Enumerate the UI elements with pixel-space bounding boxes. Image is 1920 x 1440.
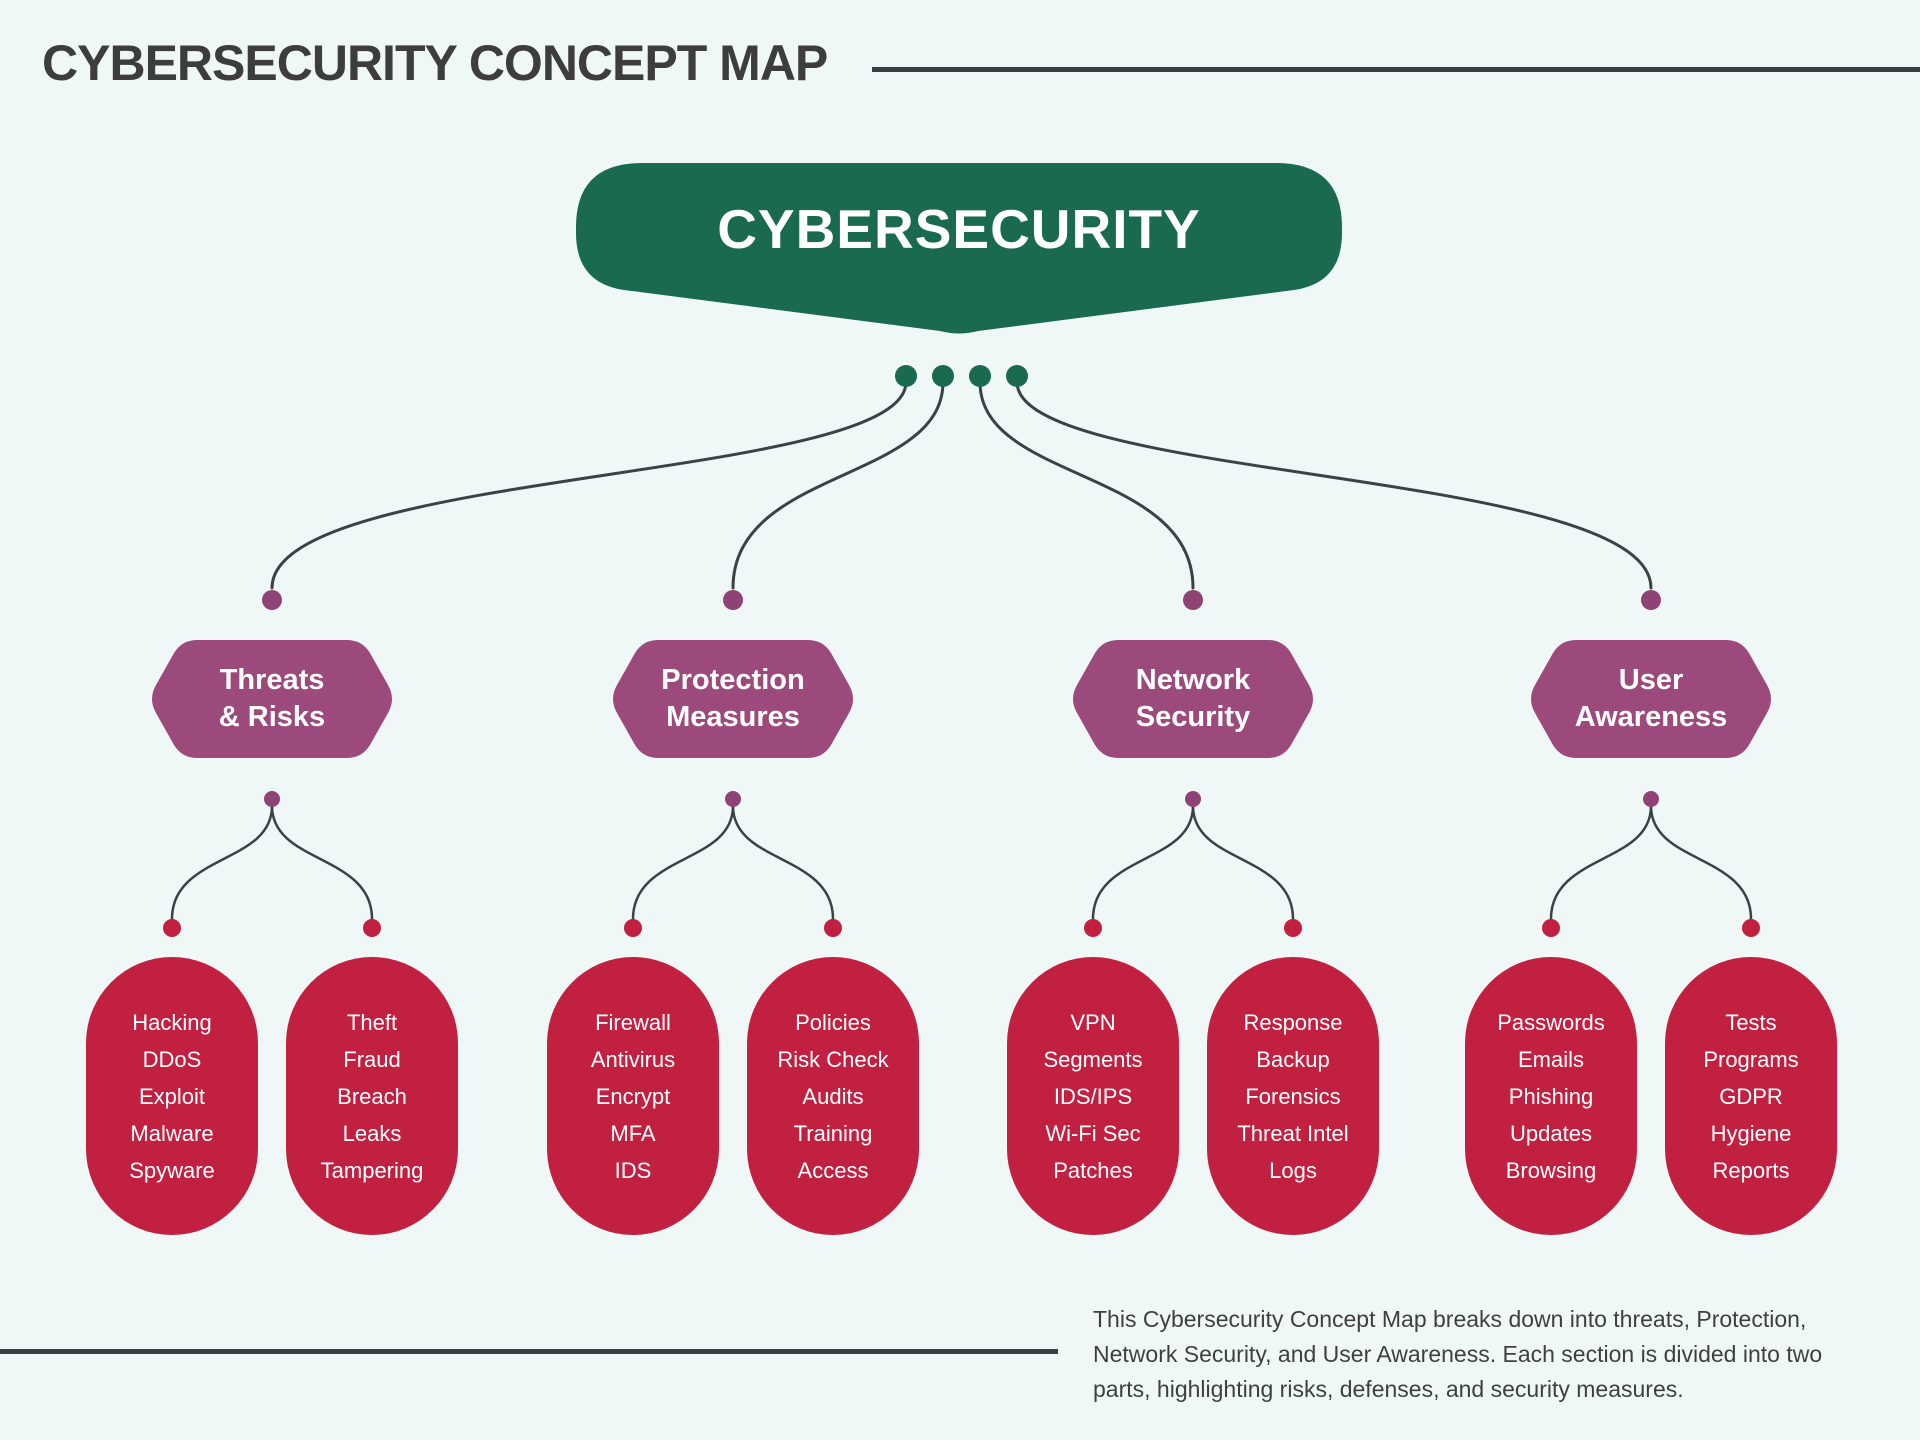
leaf-oval (86, 957, 258, 1235)
branch-leaf-connectors (170, 804, 1753, 921)
leaf-dot (163, 919, 181, 937)
leaf-list: Response Backup Forensics Threat Intel L… (1237, 1009, 1349, 1183)
root-dot (1006, 365, 1028, 387)
footer-description: This Cybersecurity Concept Map breaks do… (1093, 1306, 1823, 1402)
branch-dot-bottom (1643, 791, 1659, 807)
branch-node-shape-network (1073, 640, 1313, 758)
page-title: CYBERSECURITY CONCEPT MAP (42, 35, 828, 91)
leaf-list: Policies Risk Check Audits Training Acce… (777, 1009, 889, 1183)
root-dot (895, 365, 917, 387)
leaf-list: Firewall Antivirus Encrypt MFA IDS (590, 1009, 676, 1183)
branch-node-shape-threats (152, 640, 392, 758)
leaf-oval-shapes (86, 957, 1837, 1235)
split-curve (170, 804, 274, 921)
leaf-dot (1742, 919, 1760, 937)
branch-label-threats: Threats & Risks (218, 664, 326, 733)
split-curve (1649, 804, 1753, 921)
leaf-connector-dots (163, 919, 1760, 937)
fan-curve-threats (270, 380, 908, 590)
split-curve (1549, 804, 1653, 921)
split-curve (1091, 804, 1195, 921)
leaf-list: Passwords Emails Phishing Updates Browsi… (1497, 1009, 1605, 1183)
leaf-list: Tests Programs GDPR Hygiene Reports (1703, 1009, 1799, 1183)
branch-dot-top (723, 590, 743, 610)
leaf-list: Hacking DDoS Exploit Malware Spyware (129, 1009, 215, 1183)
leaf-dot (824, 919, 842, 937)
leaf-dot (363, 919, 381, 937)
leaf-oval (1465, 957, 1637, 1235)
branch-label-protection: Protection Measures (661, 664, 805, 733)
leaf-oval (1665, 957, 1837, 1235)
split-curve (270, 804, 374, 921)
root-connector-dots (895, 365, 1028, 387)
leaf-oval (1007, 957, 1179, 1235)
branch-connector-dots (262, 590, 1661, 807)
branch-dot-bottom (725, 791, 741, 807)
root-dot (969, 365, 991, 387)
leaf-oval (1207, 957, 1379, 1235)
leaf-dot (1542, 919, 1560, 937)
root-node-label: CYBERSECURITY (717, 198, 1201, 260)
branch-dot-bottom (1185, 791, 1201, 807)
branch-label-network: Network Security (1135, 664, 1251, 733)
leaf-oval (286, 957, 458, 1235)
root-node-shape (576, 163, 1342, 334)
leaf-dot (1284, 919, 1302, 937)
root-branch-connectors (270, 380, 1653, 590)
branch-node-shapes (152, 640, 1771, 758)
branch-node-shape-protection (613, 640, 853, 758)
leaf-oval (547, 957, 719, 1235)
fan-curve-network (978, 380, 1195, 590)
split-curve (631, 804, 735, 921)
leaf-list: Theft Fraud Breach Leaks Tampering (320, 1009, 424, 1183)
branch-node-shape-user (1531, 640, 1771, 758)
footer-rule (0, 1349, 1058, 1354)
branch-dot-top (262, 590, 282, 610)
branch-dot-top (1641, 590, 1661, 610)
title-rule (872, 67, 1920, 72)
root-dot (932, 365, 954, 387)
branch-dot-bottom (264, 791, 280, 807)
split-curve (731, 804, 835, 921)
leaf-oval (747, 957, 919, 1235)
leaf-dot (624, 919, 642, 937)
split-curve (1191, 804, 1295, 921)
leaf-list: VPN Segments IDS/IPS Wi-Fi Sec Patches (1043, 1009, 1143, 1183)
branch-label-user: User Awareness (1574, 664, 1728, 733)
leaf-dot (1084, 919, 1102, 937)
branch-dot-top (1183, 590, 1203, 610)
fan-curve-user (1015, 380, 1653, 590)
fan-curve-protection (731, 380, 945, 590)
